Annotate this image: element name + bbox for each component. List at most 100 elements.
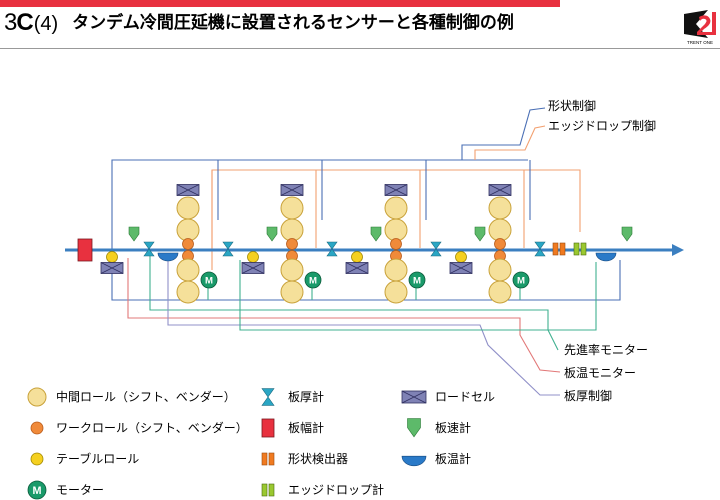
edge-drop-gauge-icon bbox=[573, 242, 587, 256]
speed-meter-icon bbox=[621, 226, 633, 242]
legend-label-work-roll: ワークロール（シフト、ベンダー） bbox=[56, 421, 248, 435]
load-cell bbox=[176, 184, 200, 196]
wire-edge-to-label bbox=[474, 125, 546, 160]
load-cell bbox=[100, 262, 124, 274]
speed-meter-icon bbox=[128, 226, 140, 242]
title-section: C bbox=[16, 9, 34, 36]
legend-label-load-cell: ロードセル bbox=[435, 390, 496, 404]
shape-detector-icon bbox=[552, 242, 566, 256]
speed-meter-icon bbox=[370, 226, 382, 242]
svg-text:M: M bbox=[205, 276, 213, 287]
work-roll bbox=[286, 238, 298, 250]
work-roll bbox=[182, 238, 194, 250]
company-logo: TRENT ONE bbox=[684, 10, 716, 45]
legend-label-shape-detector: 形状検出器 bbox=[288, 452, 349, 466]
legend-label-thickness-gauge: 板厚計 bbox=[288, 390, 325, 404]
svg-text:M: M bbox=[517, 276, 525, 287]
label-edge-drop-control: エッジドロップ制御 bbox=[548, 119, 657, 133]
table-roll bbox=[30, 452, 44, 466]
load-cell bbox=[345, 262, 369, 274]
speed-meter-icon bbox=[474, 226, 486, 242]
label-thickness-control: 板厚制御 bbox=[564, 389, 613, 403]
load-cell bbox=[384, 184, 408, 196]
legend-label-table-roll: テーブルロール bbox=[56, 452, 140, 466]
title-number: 3 bbox=[4, 9, 17, 36]
motor-icon: M bbox=[200, 271, 218, 289]
intermediate-roll bbox=[280, 218, 304, 242]
label-advance-monitor: 先進率モニター bbox=[564, 343, 649, 357]
intermediate-roll bbox=[384, 218, 408, 242]
intermediate-roll bbox=[280, 258, 304, 282]
intermediate-roll bbox=[384, 258, 408, 282]
edge-drop-gauge-icon bbox=[261, 483, 275, 497]
thickness-gauge-icon bbox=[222, 241, 234, 257]
speed-meter-icon bbox=[266, 226, 278, 242]
thickness-gauge-icon bbox=[534, 241, 546, 257]
intermediate-roll bbox=[27, 387, 47, 407]
title-subsection: (4) bbox=[33, 13, 59, 35]
temperature-meter-icon bbox=[157, 252, 179, 262]
intermediate-roll bbox=[488, 258, 512, 282]
pass-direction-arrow bbox=[672, 244, 684, 256]
header-rule bbox=[0, 48, 720, 49]
table-roll bbox=[455, 251, 467, 263]
svg-text:TRENT ONE: TRENT ONE bbox=[687, 40, 713, 45]
wire-thickness-bus bbox=[167, 258, 560, 396]
motor-icon: M bbox=[27, 480, 47, 500]
legend-label-speed-meter: 板速計 bbox=[435, 421, 472, 435]
wire-temperature-bus bbox=[127, 258, 561, 373]
load-cell bbox=[401, 390, 427, 404]
load-cell bbox=[241, 262, 265, 274]
table-roll bbox=[351, 251, 363, 263]
page-title: 3C(4) タンデム冷間圧延機に設置されるセンサーと各種制御の例 bbox=[4, 8, 514, 38]
width-gauge-icon bbox=[261, 418, 275, 438]
work-roll bbox=[30, 421, 44, 435]
wire-advance-bus-2 bbox=[239, 260, 597, 331]
title-text: タンデム冷間圧延機に設置されるセンサーと各種制御の例 bbox=[72, 13, 514, 33]
thickness-gauge-icon bbox=[430, 241, 442, 257]
load-cell bbox=[449, 262, 473, 274]
wire-shape-bus bbox=[111, 159, 528, 270]
wire-advance-bus bbox=[149, 255, 559, 351]
thickness-gauge-icon bbox=[261, 388, 275, 406]
intermediate-roll bbox=[488, 196, 512, 220]
intermediate-roll bbox=[280, 196, 304, 220]
work-roll bbox=[390, 238, 402, 250]
motor-icon: M bbox=[304, 271, 322, 289]
speed-meter-icon bbox=[407, 418, 421, 438]
wire-shape-lower bbox=[111, 260, 621, 301]
wire-shape-to-label bbox=[461, 107, 546, 160]
intermediate-roll bbox=[384, 196, 408, 220]
load-cell bbox=[280, 184, 304, 196]
svg-text:M: M bbox=[309, 276, 317, 287]
table-roll bbox=[247, 251, 259, 263]
width-gauge-icon bbox=[77, 238, 93, 262]
motor-icon: M bbox=[512, 271, 530, 289]
intermediate-roll bbox=[384, 280, 408, 304]
motor-icon: M bbox=[408, 271, 426, 289]
intermediate-roll bbox=[488, 280, 512, 304]
intermediate-roll bbox=[176, 258, 200, 282]
thickness-gauge-icon bbox=[143, 241, 155, 257]
intermediate-roll bbox=[176, 280, 200, 304]
legend-label-edge-drop-gauge: エッジドロップ計 bbox=[288, 483, 385, 497]
load-cell bbox=[488, 184, 512, 196]
label-shape-control: 形状制御 bbox=[548, 99, 597, 113]
table-roll bbox=[106, 251, 118, 263]
temperature-meter-icon bbox=[595, 252, 617, 262]
svg-text:M: M bbox=[413, 276, 421, 287]
legend-label-intermediate-roll: 中間ロール（シフト、ベンダー） bbox=[56, 390, 236, 404]
shape-detector-icon bbox=[261, 452, 275, 466]
intermediate-roll bbox=[280, 280, 304, 304]
intermediate-roll bbox=[176, 196, 200, 220]
work-roll bbox=[494, 238, 506, 250]
legend-label-temperature-meter: 板温計 bbox=[435, 452, 472, 466]
thickness-gauge-icon bbox=[326, 241, 338, 257]
legend-label-motor: モーター bbox=[56, 483, 105, 497]
svg-text:M: M bbox=[33, 485, 42, 497]
legend-label-width-gauge: 板幅計 bbox=[288, 421, 325, 435]
intermediate-roll bbox=[488, 218, 512, 242]
label-temperature-monitor: 板温モニター bbox=[564, 366, 637, 380]
temperature-meter-icon bbox=[401, 455, 427, 467]
